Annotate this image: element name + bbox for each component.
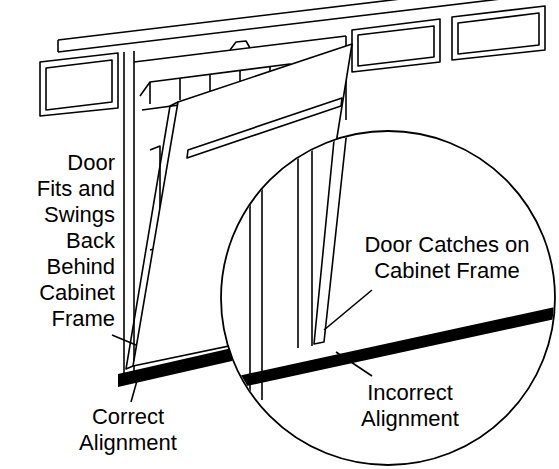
drawer-panel: [458, 13, 539, 54]
callout-label: Door Catches on Cabinet Frame: [362, 232, 532, 284]
latch: [230, 41, 250, 50]
dishwasher-door: [314, 120, 348, 344]
label-text: Incorrect Alignment: [361, 380, 459, 431]
drawer-panel: [358, 26, 434, 66]
toe-kick: [118, 348, 232, 387]
magnified-view: [210, 120, 559, 400]
drawer-panel: [46, 60, 112, 110]
callout-label: Incorrect Alignment: [350, 380, 470, 432]
cabinet-panel: [250, 120, 262, 400]
drawer-panel: [40, 53, 118, 116]
cabinet-frame: [298, 120, 312, 348]
counter-edge: [58, 0, 559, 52]
drawer-panel: [352, 19, 440, 72]
label-text: Correct Alignment: [79, 404, 177, 455]
callout-label: Correct Alignment: [73, 404, 183, 456]
drawer-panel: [452, 6, 545, 60]
label-text: Door Fits and Swings Back Behind Cabinet…: [37, 150, 115, 331]
leader-line: [112, 335, 136, 345]
magnifier-circle: [221, 131, 555, 465]
callout-label: Door Fits and Swings Back Behind Cabinet…: [31, 150, 115, 332]
label-text: Door Catches on Cabinet Frame: [364, 232, 529, 283]
cabinet-frame: [123, 52, 125, 374]
door-edge: [126, 102, 178, 369]
leader-line: [324, 290, 372, 330]
counter-edge: [57, 40, 59, 52]
